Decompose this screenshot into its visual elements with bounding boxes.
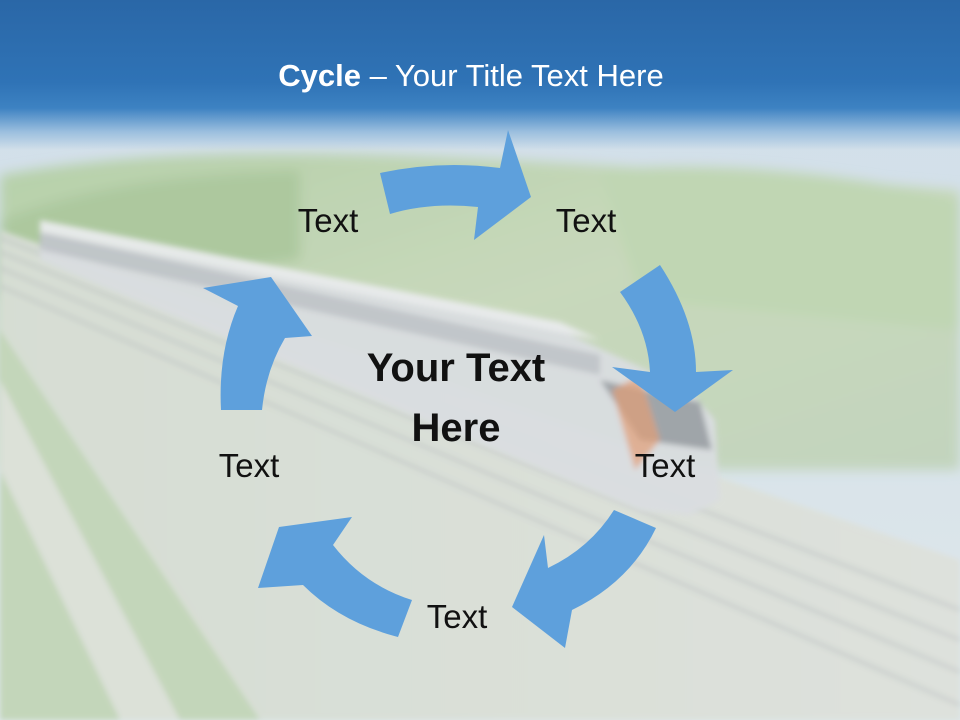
- title-bold-part: Cycle: [278, 58, 361, 93]
- title-band: [0, 0, 960, 150]
- cycle-arrow-bottom-left: [258, 517, 412, 637]
- node-label-right: Text: [635, 447, 696, 484]
- cycle-arrow-top: [380, 130, 531, 240]
- cycle-arrow-right: [612, 265, 733, 412]
- center-text-line1: Your Text: [367, 346, 546, 390]
- node-label-bottom: Text: [427, 598, 488, 635]
- node-label-top-left: Text: [298, 202, 359, 239]
- title-rest-part: – Your Title Text Here: [361, 58, 664, 93]
- cycle-arrow-left: [203, 277, 312, 410]
- slide-title: Cycle – Your Title Text Here: [0, 56, 942, 96]
- cycle-arrow-bottom-right: [512, 510, 656, 648]
- node-label-left: Text: [219, 447, 280, 484]
- center-text-line2: Here: [412, 406, 501, 450]
- node-label-top-right: Text: [556, 202, 617, 239]
